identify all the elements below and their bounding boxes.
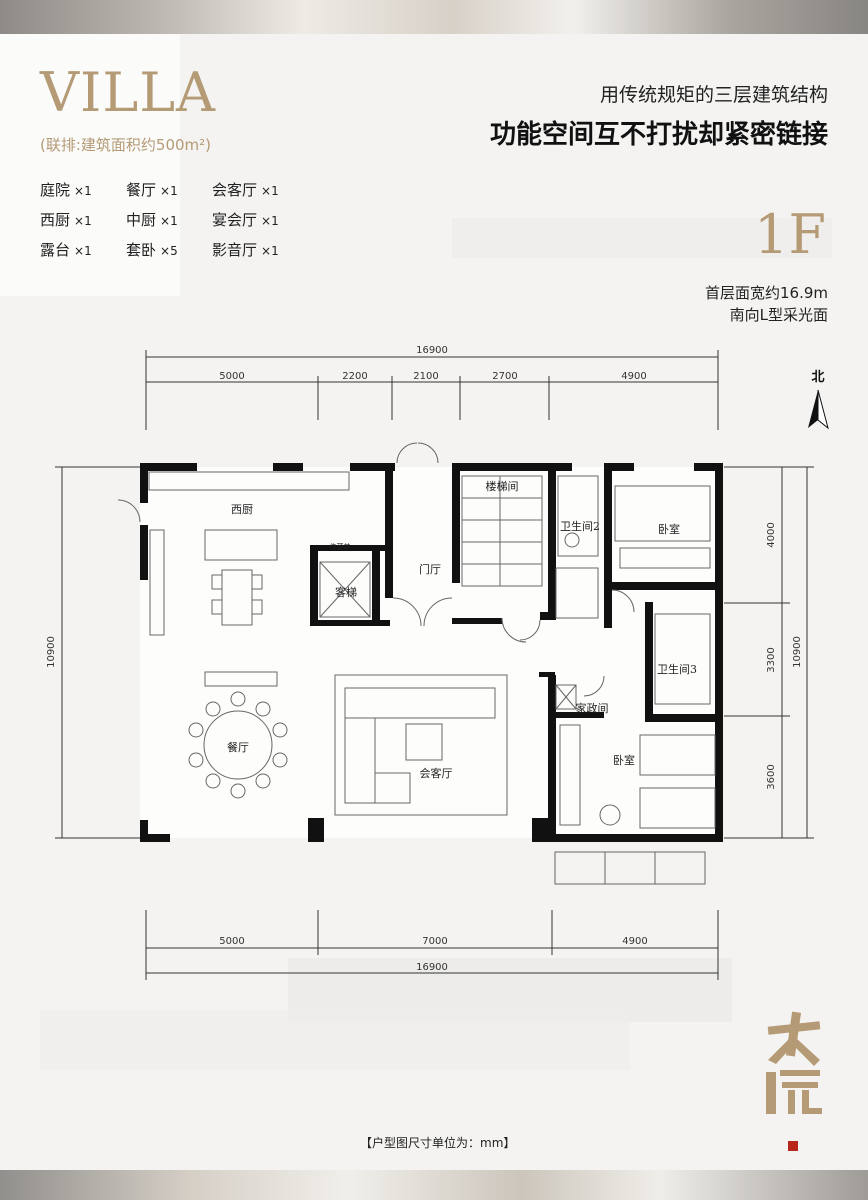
plan-walls <box>140 463 723 842</box>
room-name: 套卧 <box>126 241 157 259</box>
dim-right-1: 4000 <box>766 522 777 547</box>
room-item: 露台×1 <box>40 236 126 266</box>
north-label: 北 <box>811 370 824 385</box>
plan-furniture <box>117 442 716 885</box>
dim-right-2: 3300 <box>766 647 777 672</box>
left-panel-background <box>0 34 180 296</box>
room-name: 宴会厅 <box>212 211 258 229</box>
dim-bottom-1: 5000 <box>219 936 244 947</box>
room-label-dumbwaiter: 传菜井 <box>330 542 351 551</box>
room-name: 西厨 <box>40 211 71 229</box>
room-item: 餐厅×1 <box>126 176 212 206</box>
room-item: 影音厅×1 <box>212 236 298 266</box>
room-name: 影音厅 <box>212 241 258 259</box>
room-qty: ×1 <box>74 244 92 258</box>
room-row: 露台×1 套卧×5 影音厅×1 <box>40 236 298 266</box>
room-summary: 庭院×1 餐厅×1 会客厅×1 西厨×1 中厨×1 宴会厅×1 露台×1 套卧×… <box>40 176 298 266</box>
room-label-elevator: 客梯 <box>335 585 357 599</box>
dayuan-logo <box>766 1011 822 1114</box>
villa-subtitle: (联排:建筑面积约500m²) <box>40 136 212 154</box>
ink-top-decoration <box>0 0 868 34</box>
room-name: 中厨 <box>126 211 157 229</box>
room-name: 餐厅 <box>126 181 157 199</box>
unit-note: 【户型图尺寸单位为：mm】 <box>360 1136 516 1150</box>
dim-bottom-3: 4900 <box>622 936 647 947</box>
dim-top-1: 5000 <box>219 371 244 382</box>
room-name: 庭院 <box>40 181 71 199</box>
room-item: 会客厅×1 <box>212 176 298 206</box>
room-row: 庭院×1 餐厅×1 会客厅×1 <box>40 176 298 206</box>
bottom-band-background-2 <box>40 1010 630 1070</box>
dim-left: 10900 <box>46 636 57 668</box>
dimension-lines <box>55 350 814 980</box>
dim-top-4: 2700 <box>492 371 517 382</box>
floor-note-light: 南向L型采光面 <box>729 306 828 324</box>
room-label-dining: 餐厅 <box>227 740 249 754</box>
plan-room-labels: 西厨 客梯 传菜井 门厅 楼梯间 卫生间2 卧室 卫生间3 家政间 餐厅 会客厅… <box>227 479 697 780</box>
room-row: 西厨×1 中厨×1 宴会厅×1 <box>40 206 298 236</box>
dim-right-total: 10900 <box>792 636 803 668</box>
room-label-bath2: 卫生间2 <box>560 519 600 533</box>
room-item: 套卧×5 <box>126 236 212 266</box>
room-qty: ×1 <box>261 184 279 198</box>
room-qty: ×1 <box>261 244 279 258</box>
dim-right-3: 3600 <box>766 764 777 789</box>
room-label-stair: 楼梯间 <box>486 479 519 493</box>
room-label-bedroom1: 卧室 <box>658 522 680 536</box>
dim-top-3: 2100 <box>413 371 438 382</box>
room-qty: ×1 <box>74 184 92 198</box>
dim-top-total: 16900 <box>416 345 448 356</box>
floor-label: 1F <box>754 203 826 266</box>
room-label-bath3: 卫生间3 <box>657 662 697 676</box>
floor-note-width: 首层面宽约16.9m <box>704 284 828 302</box>
headline-line-2: 功能空间互不打扰却紧密链接 <box>489 120 828 150</box>
floor-band-background <box>452 218 832 258</box>
room-item: 庭院×1 <box>40 176 126 206</box>
headline-line-1: 用传统规矩的三层建筑结构 <box>599 84 828 106</box>
room-label-bedroom2: 卧室 <box>613 753 635 767</box>
dim-top-2: 2200 <box>342 371 367 382</box>
room-label-west-kitchen: 西厨 <box>231 503 253 516</box>
room-label-utility: 家政间 <box>576 701 609 715</box>
villa-title: VILLA <box>40 61 217 124</box>
dim-top-5: 4900 <box>621 371 646 382</box>
red-seal-stamp <box>788 1141 798 1151</box>
room-item: 宴会厅×1 <box>212 206 298 236</box>
room-label-living: 会客厅 <box>420 766 453 780</box>
room-qty: ×1 <box>160 214 178 228</box>
dim-bottom-2: 7000 <box>422 936 447 947</box>
room-qty: ×1 <box>261 214 279 228</box>
room-qty: ×5 <box>160 244 178 258</box>
ink-bottom-decoration <box>0 1170 868 1200</box>
room-item: 西厨×1 <box>40 206 126 236</box>
dim-bottom-total: 16900 <box>416 962 448 973</box>
dimension-labels: 16900 5000 2200 2100 2700 4900 5000 7000… <box>46 345 803 973</box>
room-item: 中厨×1 <box>126 206 212 236</box>
room-qty: ×1 <box>160 184 178 198</box>
room-qty: ×1 <box>74 214 92 228</box>
north-arrow-icon: 北 <box>808 370 829 430</box>
room-name: 会客厅 <box>212 181 258 199</box>
room-name: 露台 <box>40 241 71 259</box>
room-label-foyer: 门厅 <box>419 562 441 576</box>
